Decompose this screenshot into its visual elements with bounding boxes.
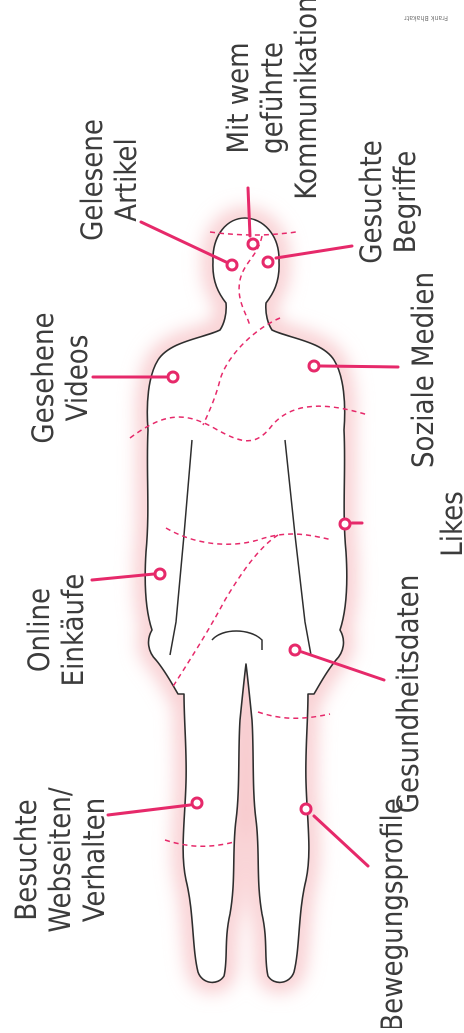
marker-likes [340, 519, 350, 529]
label-line: Artikel [109, 138, 143, 221]
label-line: Gesuchte [354, 140, 388, 264]
marker-gelesene-artikel [227, 260, 237, 270]
label-line: Besuchte [9, 799, 43, 920]
marker-gesuchte-begriffe [263, 257, 273, 267]
marker-besuchte-webseiten [192, 798, 202, 808]
label-line: Likes [435, 491, 464, 557]
label-line: Bewegungsprofile [375, 798, 409, 1028]
label-line: Gesehene [26, 312, 60, 443]
marker-gesehene-videos [168, 372, 178, 382]
human-figure [145, 218, 347, 982]
marker-bewegungsprofile [301, 804, 311, 814]
label-line: Begriffe [388, 151, 422, 254]
label-line: Soziale Medien [406, 272, 440, 468]
label-gesundheitsdaten: Gesundheitsdaten [391, 575, 425, 814]
label-line: Gesundheitsdaten [391, 575, 425, 814]
label-line: Einkäufe [56, 574, 90, 687]
marker-gesundheitsdaten [290, 645, 300, 655]
label-line: Webseiten/ [43, 787, 77, 932]
marker-mit-wem [248, 239, 258, 249]
marker-soziale-medien [309, 361, 319, 371]
label-line: Verhalten [77, 798, 111, 922]
label-line: geführte [255, 42, 289, 154]
label-soziale-medien: Soziale Medien [406, 272, 440, 468]
pointer-line-bewegungsprofile [314, 816, 368, 866]
label-line: Mit wem [221, 42, 255, 153]
label-line: Gelesene [75, 119, 109, 241]
marker-online-einkaeufe [155, 569, 165, 579]
pointer-line-mit-wem [248, 188, 250, 236]
label-bewegungsprofile: Bewegungsprofile [375, 798, 409, 1028]
pointer-line-soziale-medien [321, 366, 398, 367]
label-likes: Likes [435, 491, 464, 557]
label-line: Kommunikation [289, 0, 323, 200]
label-line: Online [22, 588, 56, 672]
label-line: Videos [60, 335, 94, 422]
credit-text: Frank Bhakatr [404, 14, 448, 22]
